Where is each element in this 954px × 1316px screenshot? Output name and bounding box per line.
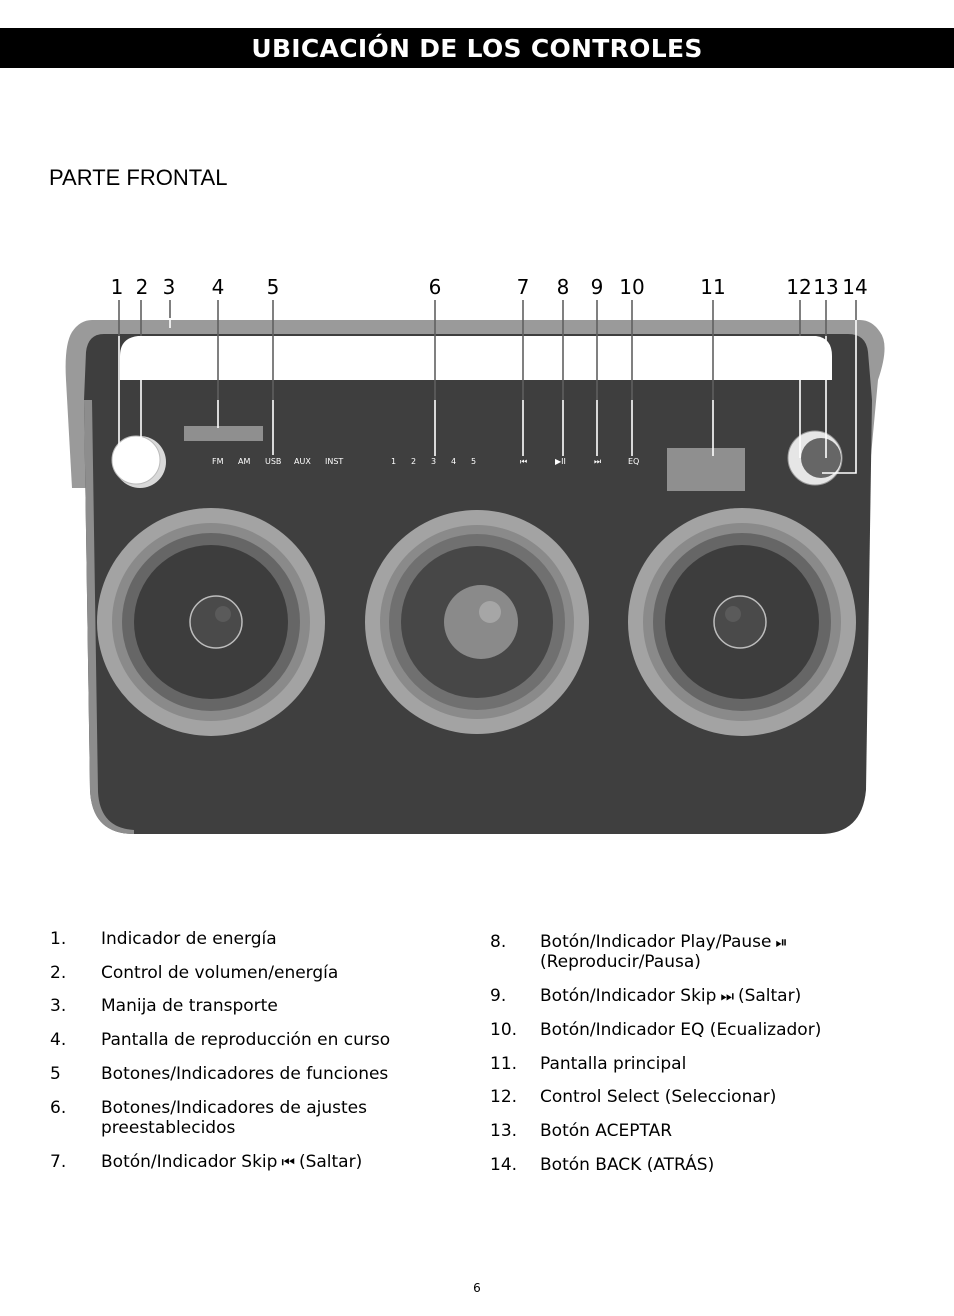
legend-text: Control de volumen/energía xyxy=(101,963,339,983)
callout-number: 13 xyxy=(813,275,838,299)
section-title: PARTE FRONTAL xyxy=(49,165,228,190)
callout-number: 5 xyxy=(267,275,280,299)
legend-number: 8. xyxy=(490,932,507,952)
enter-button xyxy=(801,438,841,478)
play-pause-icon: ⏯ xyxy=(775,933,788,951)
legend-text-cont: (Reproducir/Pausa) xyxy=(540,952,701,972)
skip-forward-icon: ⏭ xyxy=(594,457,601,466)
legend-number: 12. xyxy=(490,1087,518,1107)
skip-back-icon: ⏮ xyxy=(281,1153,295,1171)
legend-text: Botón ACEPTAR xyxy=(540,1121,673,1141)
legend-number: 11. xyxy=(490,1054,518,1074)
page-title: UBICACIÓN DE LOS CONTROLES xyxy=(251,33,703,63)
legend-text: Manija de transporte xyxy=(101,996,278,1016)
legend-text: Control Select (Seleccionar) xyxy=(540,1087,777,1107)
callout-number: 8 xyxy=(557,275,570,299)
legend-number: 7. xyxy=(50,1152,67,1172)
preset-label: 5 xyxy=(471,457,476,466)
play-pause-icon: ▶II xyxy=(555,457,566,466)
legend-number: 4. xyxy=(50,1030,67,1050)
function-label: AM xyxy=(238,457,250,466)
callout-number: 11 xyxy=(700,275,725,299)
preset-label: 4 xyxy=(451,457,456,466)
legend-text: Botón BACK (ATRÁS) xyxy=(540,1155,715,1175)
skip-forward-icon: ⏭ xyxy=(720,987,734,1005)
page-number: 6 xyxy=(473,1281,481,1295)
speaker-right xyxy=(628,508,856,736)
preset-label: 1 xyxy=(391,457,396,466)
legend-number: 3. xyxy=(50,996,67,1016)
main-display xyxy=(667,448,745,491)
callout-number: 4 xyxy=(212,275,225,299)
legend-text: Botones/Indicadores de ajustes xyxy=(101,1098,367,1118)
eq-label: EQ xyxy=(628,457,639,466)
legend-number: 10. xyxy=(490,1020,518,1040)
function-label: INST xyxy=(325,457,343,466)
legend-text: Pantalla principal xyxy=(540,1054,687,1074)
title-bar: UBICACIÓN DE LOS CONTROLES xyxy=(0,28,954,68)
legend-text: Botón/Indicador Skip xyxy=(101,1152,278,1172)
callout-number: 3 xyxy=(163,275,176,299)
callout-number: 14 xyxy=(842,275,867,299)
legend-text: Pantalla de reproducción en curso xyxy=(101,1030,391,1050)
legend-text: Botón/Indicador Skip xyxy=(540,986,717,1006)
function-labels: FM AM USB AUX INST xyxy=(212,457,343,466)
legend-number: 5 xyxy=(50,1064,61,1084)
function-label: AUX xyxy=(294,457,311,466)
callout-number: 9 xyxy=(591,275,604,299)
function-label: FM xyxy=(212,457,224,466)
legend-text: Botón/Indicador EQ (Ecualizador) xyxy=(540,1020,822,1040)
legend-number: 14. xyxy=(490,1155,518,1175)
callout-number: 12 xyxy=(786,275,811,299)
legend-number: 1. xyxy=(50,929,67,949)
speaker-left xyxy=(97,508,325,736)
transport-labels: ⏮ ▶II ⏭ EQ xyxy=(520,457,639,466)
callout-number: 6 xyxy=(429,275,442,299)
legend-text: Indicador de energía xyxy=(101,929,277,949)
legend-number: 13. xyxy=(490,1121,518,1141)
legend-text-after: (Saltar) xyxy=(298,1152,363,1172)
legend-number: 9. xyxy=(490,986,507,1006)
legend-number: 6. xyxy=(50,1098,67,1118)
legend-text: Botones/Indicadores de funciones xyxy=(101,1064,389,1084)
callout-number: 2 xyxy=(136,275,149,299)
legend-text-after: (Saltar) xyxy=(737,986,802,1006)
legend-text: Botón/Indicador Play/Pause xyxy=(540,932,772,952)
callout-numbers: 1 2 3 4 5 6 7 8 9 10 11 12 13 14 xyxy=(111,275,868,299)
callout-number: 10 xyxy=(619,275,644,299)
preset-labels: 1 2 3 4 5 xyxy=(391,457,476,466)
skip-back-icon: ⏮ xyxy=(520,457,527,466)
now-playing-display xyxy=(184,426,263,441)
legend-number: 2. xyxy=(50,963,67,983)
preset-label: 3 xyxy=(431,457,436,466)
speaker-center xyxy=(365,510,589,734)
callout-number: 1 xyxy=(111,275,124,299)
legend-text-cont: preestablecidos xyxy=(101,1118,236,1138)
boombox-diagram: FM AM USB AUX INST 1 2 3 4 5 ⏮ ▶II ⏭ EQ xyxy=(65,275,885,834)
callout-number: 7 xyxy=(517,275,530,299)
function-label: USB xyxy=(265,457,281,466)
preset-label: 2 xyxy=(411,457,416,466)
